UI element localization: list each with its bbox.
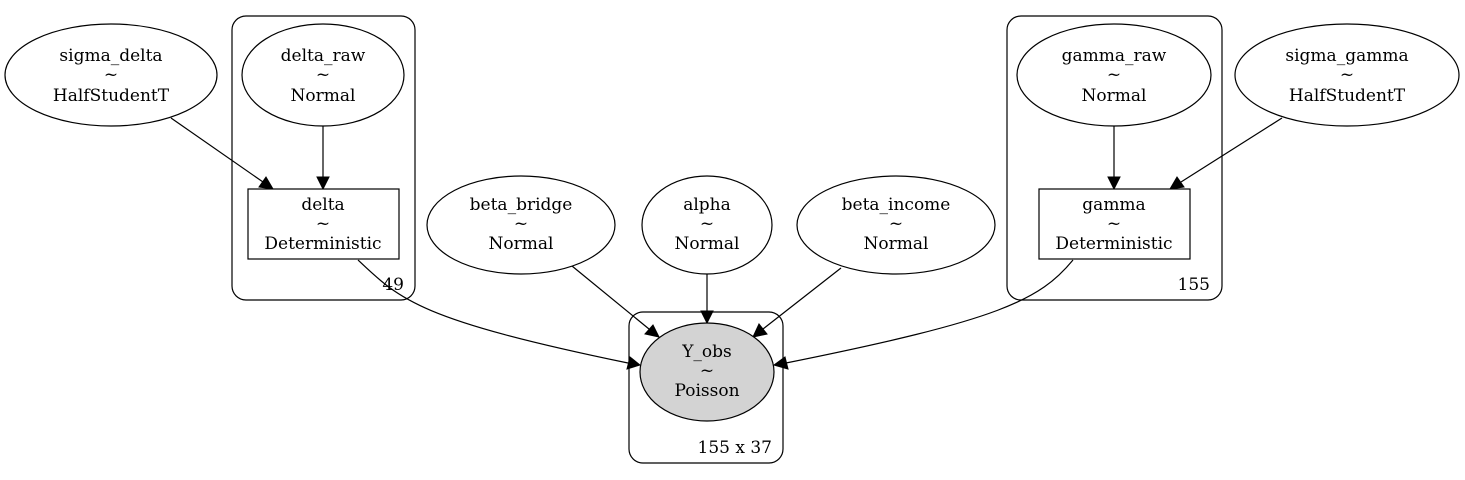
plate-delta-label: 49 (382, 275, 404, 295)
node-sigma-gamma-tilde: ~ (1340, 65, 1354, 85)
node-beta-bridge-name: beta_bridge (470, 195, 573, 215)
arrowhead-beta-bridge-to-y-obs (644, 324, 660, 338)
node-beta-income-tilde: ~ (889, 214, 903, 234)
node-y-obs-shape (639, 322, 775, 422)
arrowhead-beta-income-to-y-obs (752, 323, 768, 338)
node-gamma-dist: Deterministic (1055, 234, 1172, 254)
edge-gamma-to-y-obs (785, 259, 1074, 364)
node-y-obs: Y_obs ~ Poisson (639, 322, 775, 422)
node-delta: delta ~ Deterministic (247, 188, 400, 260)
node-sigma-gamma-shape (1234, 23, 1460, 127)
node-delta-raw-name: delta_raw (281, 46, 366, 66)
arrowhead-gamma-raw-to-gamma (1107, 176, 1121, 191)
node-gamma-raw-tilde: ~ (1107, 65, 1121, 85)
plate-gamma-frame (1006, 15, 1223, 301)
node-gamma-raw: gamma_raw ~ Normal (1016, 23, 1212, 127)
plate-gamma-label: 155 (1178, 275, 1210, 295)
node-beta-income: beta_income ~ Normal (796, 175, 996, 275)
node-beta-income-shape (796, 175, 996, 275)
node-sigma-delta: sigma_delta ~ HalfStudentT (4, 23, 218, 127)
plate-gamma: 155 (1006, 15, 1223, 301)
node-beta-bridge-shape (426, 175, 616, 275)
node-alpha-name: alpha (683, 195, 731, 215)
arrowhead-sigma-gamma-to-gamma (1169, 176, 1185, 190)
node-beta-bridge-tilde: ~ (514, 214, 528, 234)
node-gamma: gamma ~ Deterministic (1038, 188, 1191, 260)
node-delta-raw-tilde: ~ (316, 65, 330, 85)
node-beta-bridge: beta_bridge ~ Normal (426, 175, 616, 275)
node-sigma-gamma: sigma_gamma ~ HalfStudentT (1234, 23, 1460, 127)
node-gamma-raw-name: gamma_raw (1062, 46, 1167, 66)
edge-beta-bridge-to-y-obs (571, 265, 650, 330)
node-alpha: alpha ~ Normal (641, 175, 773, 275)
node-delta-raw-shape (241, 23, 405, 127)
plate-delta-frame (231, 15, 416, 301)
node-sigma-gamma-dist: HalfStudentT (1289, 86, 1406, 106)
node-delta-name: delta (301, 195, 344, 215)
node-sigma-gamma-name: sigma_gamma (1285, 46, 1408, 66)
arrowhead-delta-raw-to-delta (316, 176, 330, 191)
node-delta-tilde: ~ (316, 214, 330, 234)
node-sigma-delta-tilde: ~ (104, 65, 118, 85)
node-delta-raw: delta_raw ~ Normal (241, 23, 405, 127)
node-alpha-dist: Normal (675, 234, 740, 254)
edge-beta-income-to-y-obs (762, 267, 842, 330)
node-sigma-delta-shape (4, 23, 218, 127)
edges (170, 117, 1283, 370)
node-gamma-raw-dist: Normal (1082, 86, 1147, 106)
node-gamma-shape (1038, 188, 1191, 260)
node-beta-income-dist: Normal (864, 234, 929, 254)
node-beta-income-name: beta_income (842, 195, 951, 215)
node-delta-raw-dist: Normal (291, 86, 356, 106)
plate-obs-label: 155 x 37 (698, 438, 772, 458)
node-gamma-name: gamma (1082, 195, 1145, 215)
node-beta-bridge-dist: Normal (489, 234, 554, 254)
node-gamma-raw-shape (1016, 23, 1212, 127)
node-y-obs-dist: Poisson (674, 381, 739, 401)
node-sigma-delta-name: sigma_delta (59, 46, 162, 66)
arrowhead-sigma-delta-to-delta (258, 176, 274, 190)
node-alpha-shape (641, 175, 773, 275)
node-delta-shape (247, 188, 400, 260)
node-y-obs-name: Y_obs (681, 342, 732, 362)
node-delta-dist: Deterministic (264, 234, 381, 254)
edge-delta-to-y-obs (357, 259, 629, 364)
plate-delta: 49 (231, 15, 416, 301)
arrowhead-gamma-to-y-obs (772, 356, 789, 370)
node-alpha-tilde: ~ (700, 214, 714, 234)
edge-sigma-gamma-to-gamma (1180, 117, 1283, 183)
node-y-obs-tilde: ~ (700, 361, 714, 381)
node-gamma-tilde: ~ (1107, 214, 1121, 234)
node-sigma-delta-dist: HalfStudentT (53, 86, 170, 106)
arrowhead-alpha-to-y-obs (700, 310, 714, 325)
arrowhead-delta-to-y-obs (626, 356, 642, 370)
edge-sigma-delta-to-delta (170, 117, 264, 183)
